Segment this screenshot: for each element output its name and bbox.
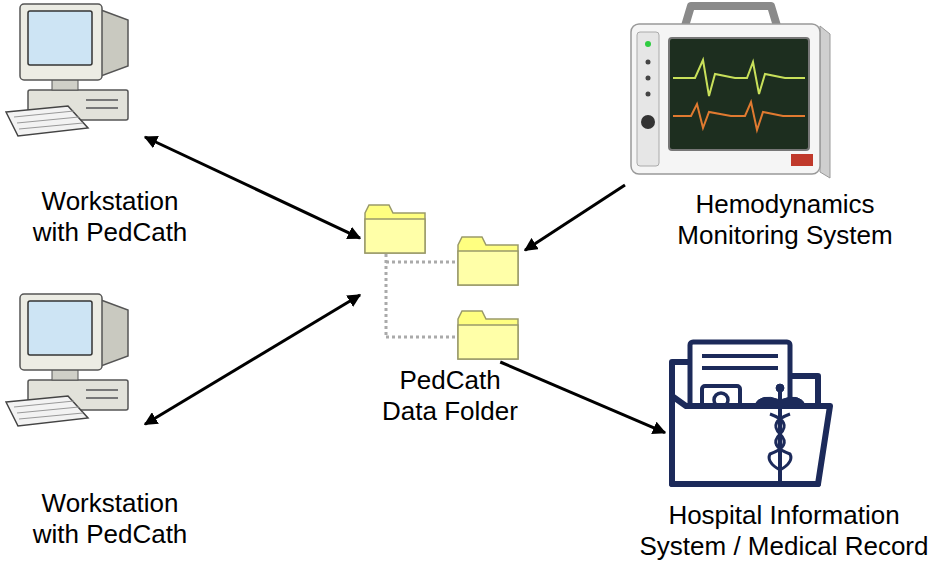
connector-arrow	[500, 362, 665, 433]
monitor-screen	[669, 38, 809, 150]
button	[646, 92, 651, 97]
button	[646, 60, 651, 65]
drive-slot	[86, 397, 118, 399]
screen	[28, 301, 92, 355]
node-label: PedCath Data Folder	[375, 365, 525, 427]
waveform	[673, 60, 805, 96]
drive-slot	[86, 107, 118, 109]
drive-slot	[86, 389, 118, 391]
keyboard-keys	[14, 401, 83, 419]
drive-slot	[86, 99, 118, 101]
monitor-body	[631, 24, 820, 174]
caduceus-top	[776, 384, 784, 392]
keyboard-keys	[14, 111, 83, 129]
power-led	[645, 41, 651, 47]
monitor	[20, 4, 102, 80]
knob	[641, 115, 655, 129]
folder-icon	[458, 237, 518, 285]
folder-icon	[365, 205, 425, 253]
connector-arrow	[525, 185, 625, 250]
document-lines	[702, 356, 778, 368]
monitor	[20, 294, 102, 370]
monitor-back	[101, 10, 128, 76]
node-label: Hemodynamics Monitoring System	[665, 189, 905, 251]
connector-arrow	[145, 295, 360, 424]
folder-icon	[458, 311, 518, 359]
folder-front	[672, 396, 830, 484]
node-label: Workstation with PedCath	[20, 488, 200, 550]
record-icon	[672, 342, 830, 486]
node-label: Hospital Information System / Medical Re…	[634, 500, 934, 562]
monitor-side	[820, 26, 830, 178]
caduceus-wings	[754, 397, 806, 408]
icon-node: Hemodynamics Monitoring System	[625, 0, 830, 185]
control-panel	[637, 32, 659, 166]
workstation-icon	[6, 294, 128, 426]
handle	[685, 6, 777, 26]
folder-front	[458, 325, 518, 359]
icon-node: Workstation with PedCath	[5, 292, 145, 427]
icon-node: PedCath Data Folder	[360, 200, 525, 362]
folder	[458, 311, 518, 359]
folder	[458, 237, 518, 285]
node-label: Workstation with PedCath	[20, 186, 200, 248]
badge	[791, 154, 813, 166]
tree-line	[386, 254, 458, 337]
icon-node: Hospital Information System / Medical Re…	[665, 335, 830, 490]
button	[646, 76, 651, 81]
monitor-back	[101, 300, 128, 366]
icon-node: Workstation with PedCath	[5, 2, 145, 137]
caduceus-snake	[769, 414, 790, 470]
folder	[365, 205, 425, 253]
monitor-icon	[631, 6, 830, 178]
screen	[28, 11, 92, 65]
keyboard	[6, 396, 88, 426]
folder-front	[458, 251, 518, 285]
workstation-icon	[6, 4, 128, 136]
caduceus-snake	[770, 414, 791, 470]
keyboard	[6, 106, 88, 136]
waveform	[673, 102, 805, 130]
folder-front	[365, 219, 425, 253]
